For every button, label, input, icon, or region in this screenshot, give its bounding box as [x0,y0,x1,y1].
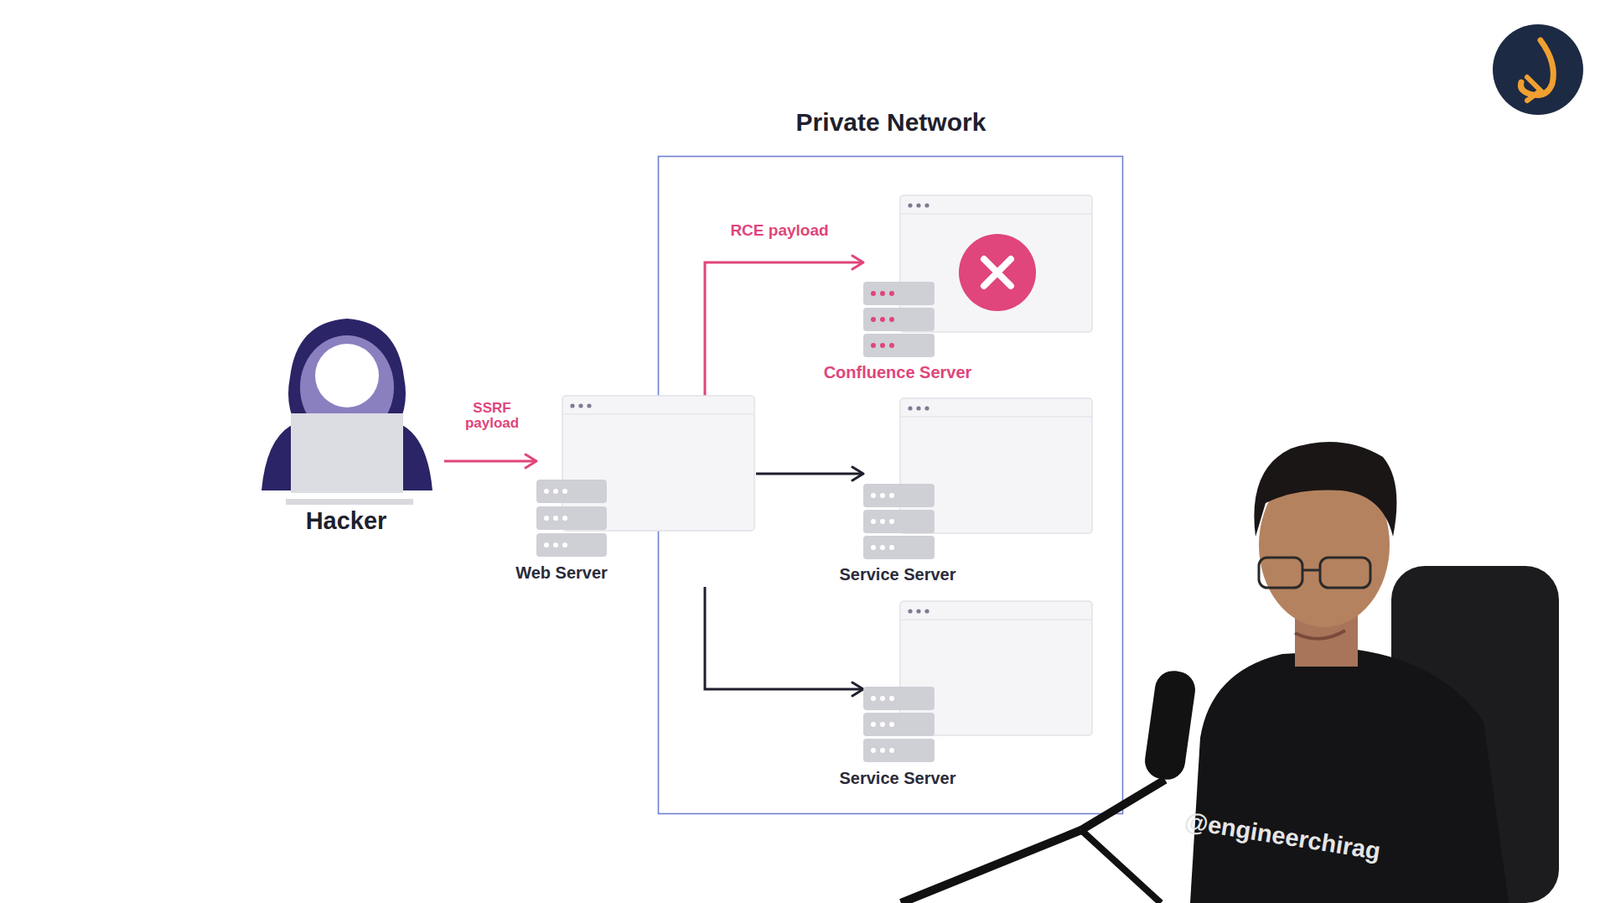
service-server-node: Service Server [863,398,1093,551]
connector [755,466,864,481]
node-label: Private Network [796,108,987,138]
channel-logo [1492,24,1584,115]
connector-line [755,472,864,476]
connector [444,454,537,468]
node-label: Hacker [305,507,388,535]
service-server-node: Service Server [863,600,1093,764]
edge-label: RCE payload [730,222,829,239]
connector-line [444,460,537,463]
service-server-figure [863,398,1093,560]
arrowhead [852,255,864,270]
node-label: Service Server [839,564,957,585]
arrowhead [852,682,864,696]
node-label: Confluence Server [823,362,973,383]
connector-line [704,586,864,689]
service-server-figure [863,600,1093,762]
edge-label: SSRF payload [458,400,526,431]
connector [704,586,864,696]
confluence-server-figure [863,195,1093,358]
hacker-node: Hacker [251,316,445,537]
node-label: Service Server [839,768,957,788]
web-server-node: Web Server [536,395,756,587]
arrowhead [852,466,864,481]
arrowhead [525,454,537,468]
node-label: Web Server [515,563,608,583]
confluence-server-node: Confluence Server [863,195,1093,358]
hacker-figure [261,318,433,505]
private-network-region: Private NetworkConfluence ServerService … [657,155,1123,813]
web-server-figure [536,395,755,557]
